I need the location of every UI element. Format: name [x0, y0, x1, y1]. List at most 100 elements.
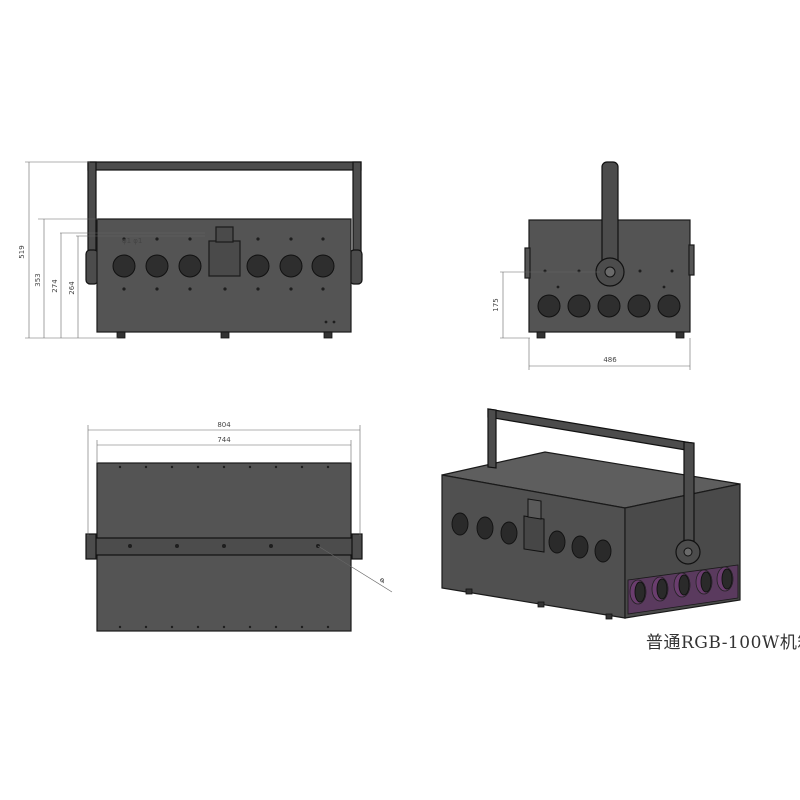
- screw: [118, 465, 122, 469]
- screw: [324, 320, 328, 324]
- top-edge-screws: [118, 465, 330, 629]
- side-handle-arm: [601, 161, 619, 273]
- vent: [678, 574, 690, 596]
- vent: [597, 294, 621, 318]
- screw: [300, 625, 304, 629]
- dim-top-overall-width: 804: [217, 421, 231, 429]
- iso-foot: [537, 601, 545, 608]
- screw: [332, 320, 336, 324]
- screw: [326, 625, 330, 629]
- front-foot: [323, 331, 333, 339]
- screw: [222, 625, 226, 629]
- screw: [289, 287, 293, 291]
- iso-output-module: [523, 515, 545, 553]
- side-foot: [536, 331, 546, 339]
- screw: [118, 625, 122, 629]
- bolt: [269, 544, 273, 548]
- iso-handle-right-arm: [683, 441, 695, 549]
- iso-foot: [465, 588, 473, 595]
- top-pivot-right: [351, 533, 363, 560]
- screw: [326, 465, 330, 469]
- front-handle-right-arm: [352, 161, 362, 263]
- screw: [170, 625, 174, 629]
- dim-side-height: 175: [492, 298, 500, 311]
- iso-output-module-top: [527, 498, 542, 520]
- iso-pivot-inner: [683, 547, 693, 557]
- front-aperture-row: [112, 254, 335, 278]
- vent: [656, 578, 668, 600]
- isometric-view: [441, 408, 741, 620]
- iso-foot: [605, 613, 613, 620]
- screw: [256, 237, 260, 241]
- screw: [144, 625, 148, 629]
- screw: [196, 465, 200, 469]
- screw: [188, 237, 192, 241]
- iso-front-apertures: [451, 512, 612, 563]
- dim-side-width: 486: [603, 356, 617, 364]
- aperture: [594, 539, 612, 563]
- vent: [657, 294, 681, 318]
- side-foot: [675, 331, 685, 339]
- iso-side-vents: [629, 566, 734, 605]
- screw: [274, 625, 278, 629]
- vent: [537, 294, 561, 318]
- vent: [700, 571, 712, 593]
- dim-d1: 353: [34, 273, 42, 286]
- screw: [155, 237, 159, 241]
- aperture: [451, 512, 469, 536]
- front-handle-left-arm: [87, 161, 97, 263]
- dim-top-inner-width: 744: [217, 436, 231, 444]
- screw: [222, 465, 226, 469]
- screw: [256, 287, 260, 291]
- screw: [321, 287, 325, 291]
- aperture: [500, 521, 518, 545]
- bolt: [222, 544, 226, 548]
- screw: [170, 465, 174, 469]
- iso-handle-bar: [487, 408, 693, 452]
- side-vent-row: [537, 294, 681, 318]
- caption-title: 普通RGB-100W机箱: [646, 633, 800, 653]
- front-pivot-right: [349, 249, 363, 285]
- iso-handle-left-arm: [487, 408, 497, 469]
- aperture: [476, 516, 494, 540]
- screw: [248, 465, 252, 469]
- aperture: [246, 254, 270, 278]
- dim-inner: φ1 φ1: [122, 237, 142, 245]
- dim-overall-height: 519: [18, 245, 26, 258]
- screw: [321, 237, 325, 241]
- dim-top-hole: φ: [378, 575, 386, 584]
- front-output-module: [208, 240, 241, 277]
- top-view: 804 744 φ: [85, 421, 393, 632]
- vent: [567, 294, 591, 318]
- top-dimension-lines: [87, 425, 393, 593]
- screw: [670, 269, 674, 273]
- screw: [556, 285, 560, 289]
- screw: [300, 465, 304, 469]
- screw: [274, 465, 278, 469]
- side-pivot-inner: [604, 266, 616, 278]
- bolt: [128, 544, 132, 548]
- front-pivot-left: [85, 249, 99, 285]
- aperture: [311, 254, 335, 278]
- screw: [188, 287, 192, 291]
- vent: [634, 581, 646, 603]
- dim-d2: 274: [51, 279, 59, 293]
- side-dimension-lines: [500, 271, 691, 370]
- screw: [289, 237, 293, 241]
- vent: [721, 568, 733, 590]
- screw: [144, 465, 148, 469]
- aperture: [548, 530, 566, 554]
- screw: [122, 287, 126, 291]
- front-dimension-lines: [25, 161, 205, 339]
- vent: [627, 294, 651, 318]
- screw: [662, 285, 666, 289]
- front-view: 519 353 274 264 φ1 φ1: [18, 161, 363, 339]
- screw: [248, 625, 252, 629]
- dim-d3: 264: [68, 281, 76, 295]
- screw: [223, 287, 227, 291]
- front-foot: [116, 331, 126, 339]
- front-output-module-top: [215, 226, 234, 243]
- side-lip-left: [524, 247, 531, 279]
- aperture: [112, 254, 136, 278]
